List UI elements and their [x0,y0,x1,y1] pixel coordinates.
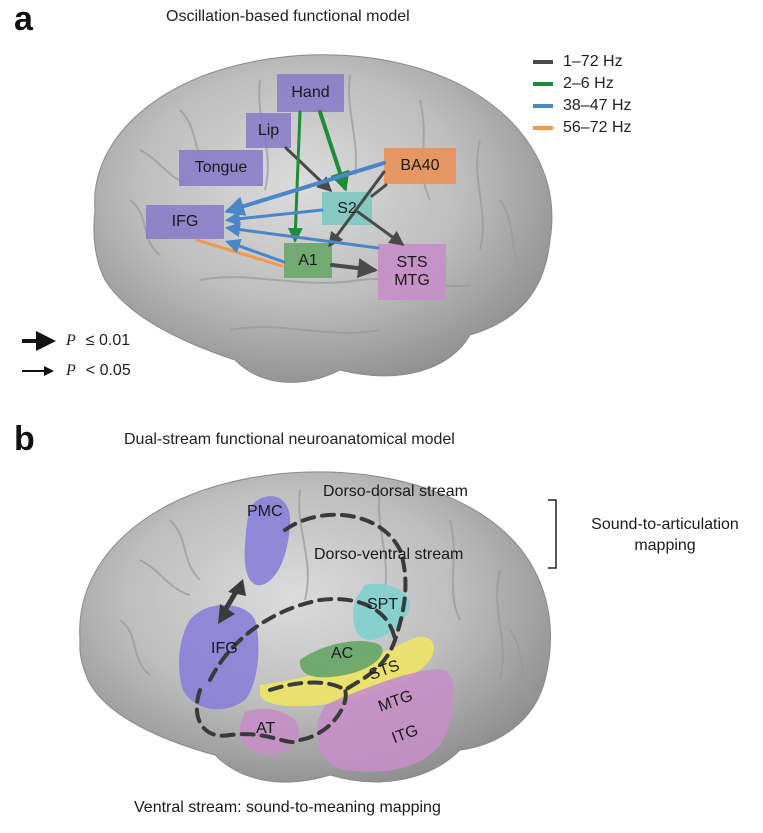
region-spt-shape [353,583,410,640]
arrow-blue-a1-ifg [225,238,286,264]
region-tongue-box [179,150,263,186]
p-symbol: P [66,362,76,379]
bracket [548,499,557,569]
p-symbol: P [66,332,76,349]
region-pmc-b-label: PMC [247,503,283,520]
sig-p001-label: P ≤ 0.01 [66,328,130,354]
region-at-b-label: AT [256,720,276,737]
legend-item: 38–47 Hz [533,95,632,117]
legend-item: 56–72 Hz [533,117,632,139]
arrow-blue-sts-ifg [225,222,380,250]
legend-label: 38–47 Hz [563,97,632,114]
region-hand-label: Hand [291,84,330,101]
legend-swatch [533,104,553,108]
region-mtg-itg-shape [317,669,455,772]
region-ba40-box [384,148,456,184]
region-mtg-label: MTG [394,272,430,289]
region-sts-mtg-label: STS MTG [378,244,446,300]
legend-item: 1–72 Hz [533,51,632,73]
arrow-blue-s2-ifg [225,208,324,227]
legend-item: 2–6 Hz [533,73,632,95]
dorso-dorsal-path [283,512,408,692]
region-ifg-b-shape [179,605,259,710]
bracket-label: Sound-to-articulation mapping [570,514,760,556]
p-threshold: < 0.05 [85,362,131,379]
region-pmc-shape [244,496,291,586]
ventral-stream-label: Ventral stream: sound-to-meaning mapping [134,799,441,816]
region-hand-box [277,74,344,112]
panel-a-title: Oscillation-based functional model [166,8,410,25]
arrow-gray-ba40-a1 [328,170,386,248]
dorso-ventral-path [208,597,397,682]
ventral-lower-path [268,680,347,692]
dorso-ventral-label: Dorso-ventral stream [314,546,464,563]
brain-b-sulci [119,489,531,701]
region-tongue-label: Tongue [194,159,248,176]
panel-b-letter: b [14,420,35,458]
legend-swatch [533,82,553,86]
region-s2-label: S2 [337,199,357,217]
region-ac-b-label: AC [331,645,354,662]
region-lip-label: Lip [257,121,280,139]
dorso-dorsal-label: Dorso-dorsal stream [323,483,468,500]
panel-b-title: Dual-stream functional neuroanatomical m… [124,431,455,448]
bracket-label-line2: mapping [634,537,696,554]
legend-label: 2–6 Hz [563,75,614,92]
region-at-shape [239,708,299,755]
region-ifg-label: IFG [171,213,199,230]
region-ifg-b-label: IFG [211,640,238,657]
region-a1-box [284,243,332,278]
bracket-label-line1: Sound-to-articulation [591,516,739,533]
region-spt-b-label: SPT [367,596,399,613]
arrow-gray-ba40-s2 [370,183,388,198]
legend-label: 1–72 Hz [563,53,623,70]
region-ba40-label: BA40 [400,157,440,174]
ventral-path [194,688,348,745]
region-ifg-box [146,205,224,239]
arrow-green-hand-a1 [287,110,303,243]
region-a1-label: A1 [298,251,318,269]
sig-p005-label: P < 0.05 [66,358,131,384]
legend-a: 1–72 Hz 2–6 Hz 38–47 Hz 56–72 Hz [533,51,632,139]
p-threshold: ≤ 0.01 [85,332,131,349]
connection-arrows-a [195,110,405,279]
region-sts-label: STS [396,254,428,271]
legend-swatch [533,126,553,130]
legend-label: 56–72 Hz [563,119,632,136]
legend-swatch [533,60,553,64]
region-lip-box [246,113,291,148]
panel-a-letter: a [14,0,33,38]
arrow-blue-ba40-ifg [224,161,386,216]
arrow-gray-a1-sts [330,258,378,279]
pmc-ifg-double-arrow [218,579,246,624]
stream-paths [194,512,408,745]
arrow-gray-s2-sts [356,210,405,246]
region-sts-mtg-box [378,244,446,300]
region-ac-shape [299,640,383,678]
